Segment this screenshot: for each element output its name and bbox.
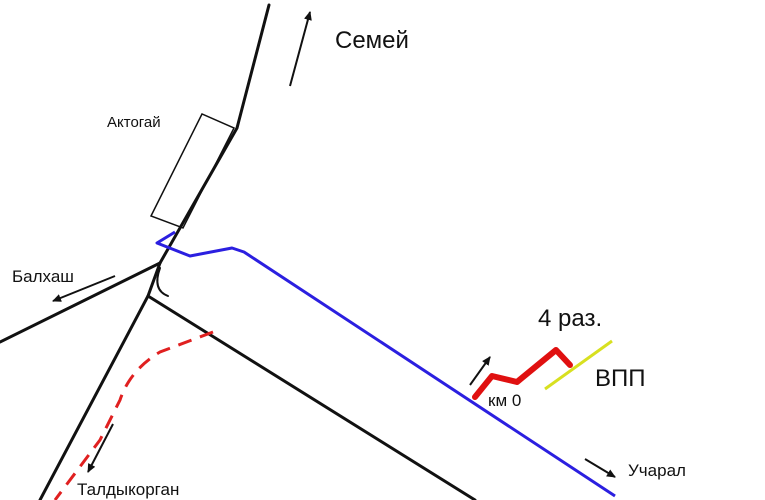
arrow-to-balkhash-icon	[52, 275, 116, 302]
label-taldykorgan: Талдыкорган	[77, 480, 179, 499]
railway-east-ucharal	[146, 294, 477, 500]
label-vpp: ВПП	[595, 365, 646, 392]
arrow-to-semey-icon	[289, 11, 312, 87]
label-razyezd: 4 раз.	[538, 305, 602, 332]
arrow-km0-icon	[469, 356, 491, 386]
aktogay-station-icon	[149, 113, 236, 229]
railway-lines	[0, 3, 477, 500]
label-ucharal: Учарал	[628, 461, 686, 480]
label-balkhash: Балхаш	[12, 267, 74, 286]
new-line-blue	[155, 230, 616, 498]
label-km0: км 0	[488, 391, 521, 410]
junction-curve	[156, 267, 169, 297]
vpp-line	[544, 339, 613, 391]
direction-arrows	[52, 11, 616, 478]
label-aktogay: Актогай	[107, 114, 161, 131]
railway-west-balkhash	[0, 261, 162, 344]
planned-line-dashed	[53, 330, 214, 500]
label-semey: Семей	[335, 27, 409, 54]
section-red	[472, 347, 573, 400]
railway-north-semey	[158, 3, 271, 265]
arrow-to-ucharal-icon	[584, 458, 616, 478]
arrow-to-taldykorgan-icon	[87, 423, 114, 473]
